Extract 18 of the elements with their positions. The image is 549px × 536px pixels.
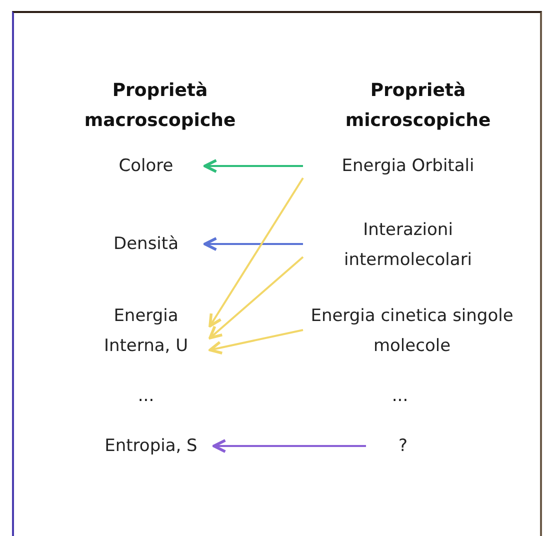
ellipsis-text: ... (136, 385, 156, 408)
ellipsis-text: ... (390, 385, 410, 408)
property-text: Energia cinetica singole molecole (310, 305, 514, 358)
arrow (212, 439, 366, 453)
property-text: Energia Orbitali (342, 155, 474, 178)
column-heading: Proprietà macroscopiche (83, 79, 237, 133)
property-text: Entropia, S (104, 435, 198, 458)
arrow (204, 159, 303, 173)
property-text: Densità (114, 233, 178, 256)
arrow (204, 237, 303, 251)
column-heading: Proprietà microscopiche (344, 79, 492, 133)
property-text: Energia Interna, U (102, 305, 190, 358)
arrow (208, 177, 304, 328)
property-text: ? (398, 435, 408, 458)
arrow (208, 256, 304, 340)
arrow (208, 329, 304, 355)
property-text: Colore (118, 155, 174, 178)
property-text: Interazioni intermolecolari (342, 219, 474, 272)
